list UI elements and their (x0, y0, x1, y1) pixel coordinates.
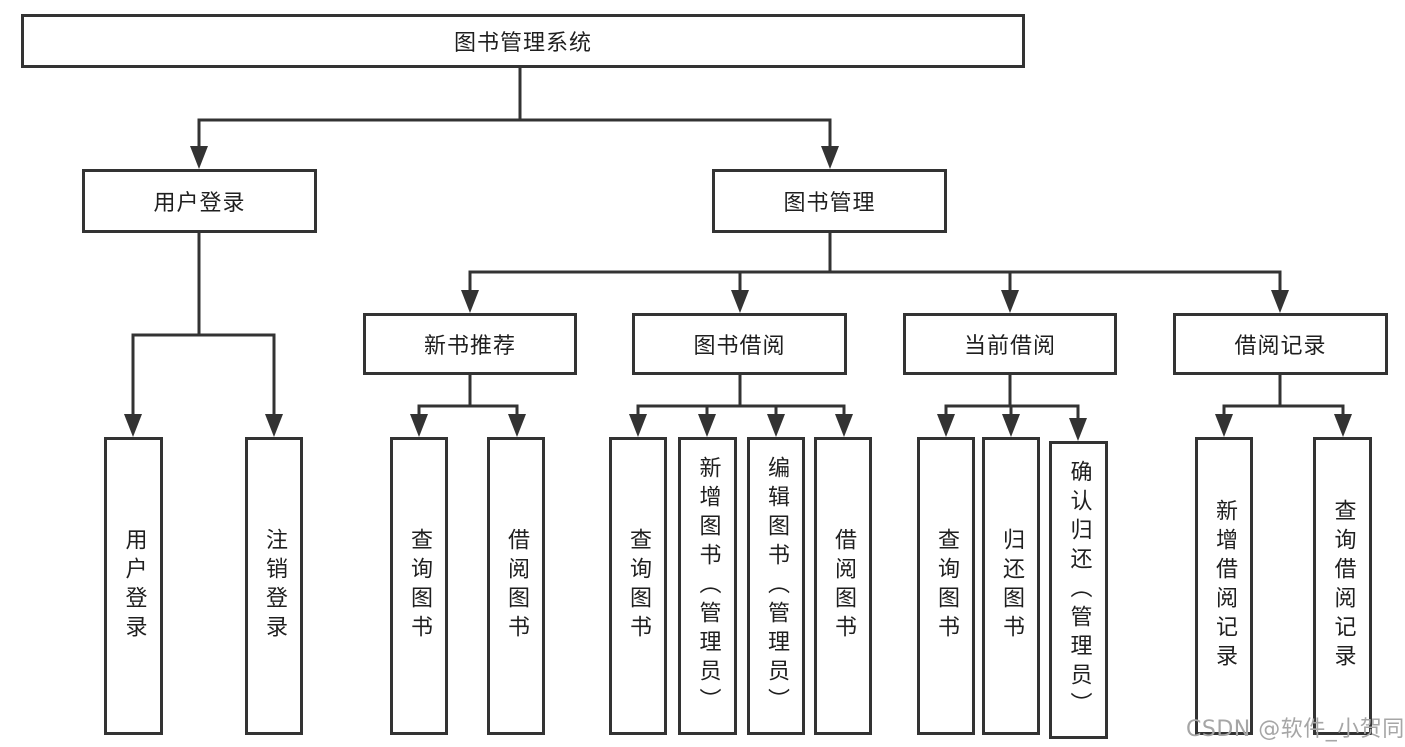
leaf-cb-return-books-label: 归还图书 (999, 528, 1024, 644)
leaf-user-login: 用户登录 (104, 437, 163, 735)
leaf-bb-borrow-books-label: 借阅图书 (831, 528, 856, 644)
leaf-logout-label: 注销登录 (262, 528, 287, 644)
leaf-nbr-query-books-label: 查询图书 (407, 528, 432, 644)
leaf-cb-query-books-label: 查询图书 (934, 528, 959, 644)
leaf-bb-add-books-admin-label: 新增图书（管理员） (695, 455, 721, 717)
node-root-label: 图书管理系统 (453, 31, 592, 56)
arrowheads (124, 146, 1352, 441)
leaf-br-add-record-label: 新增借阅记录 (1212, 499, 1237, 673)
node-book-management: 图书管理 (712, 169, 947, 233)
leaf-bb-borrow-books: 借阅图书 (814, 437, 872, 735)
watermark: CSDN @软件_小贺同学 (1186, 717, 1405, 742)
node-book-borrowing: 图书借阅 (632, 313, 847, 375)
node-book-management-label: 图书管理 (783, 191, 876, 216)
leaf-bb-query-books: 查询图书 (609, 437, 667, 735)
node-root: 图书管理系统 (21, 14, 1025, 68)
leaf-nbr-borrow-books: 借阅图书 (487, 437, 545, 735)
leaf-bb-add-books-admin: 新增图书（管理员） (678, 437, 737, 735)
node-current-borrowing-label: 当前借阅 (963, 334, 1056, 359)
leaf-cb-return-books: 归还图书 (982, 437, 1040, 735)
leaf-bb-edit-books-admin: 编辑图书（管理员） (747, 437, 805, 735)
node-user-login: 用户登录 (82, 169, 317, 233)
leaf-cb-query-books: 查询图书 (917, 437, 975, 735)
leaf-br-query-record: 查询借阅记录 (1313, 437, 1372, 735)
node-new-book-recommend-label: 新书推荐 (423, 334, 516, 359)
leaf-nbr-borrow-books-label: 借阅图书 (504, 528, 529, 644)
leaf-br-query-record-label: 查询借阅记录 (1330, 499, 1356, 673)
leaf-br-add-record: 新增借阅记录 (1195, 437, 1253, 735)
node-new-book-recommend: 新书推荐 (363, 313, 577, 375)
node-user-login-label: 用户登录 (153, 191, 246, 216)
leaf-logout: 注销登录 (245, 437, 303, 735)
node-current-borrowing: 当前借阅 (903, 313, 1117, 375)
leaf-nbr-query-books: 查询图书 (390, 437, 448, 735)
leaf-bb-query-books-label: 查询图书 (626, 528, 651, 644)
node-book-borrowing-label: 图书借阅 (693, 334, 786, 359)
leaf-user-login-label: 用户登录 (121, 528, 147, 644)
leaf-bb-edit-books-admin-label: 编辑图书（管理员） (764, 455, 789, 717)
node-borrowing-records-label: 借阅记录 (1234, 334, 1327, 359)
leaf-cb-confirm-return-admin: 确认归还（管理员） (1049, 441, 1108, 739)
node-borrowing-records: 借阅记录 (1173, 313, 1388, 375)
leaf-cb-confirm-return-admin-label: 确认归还（管理员） (1066, 459, 1092, 721)
